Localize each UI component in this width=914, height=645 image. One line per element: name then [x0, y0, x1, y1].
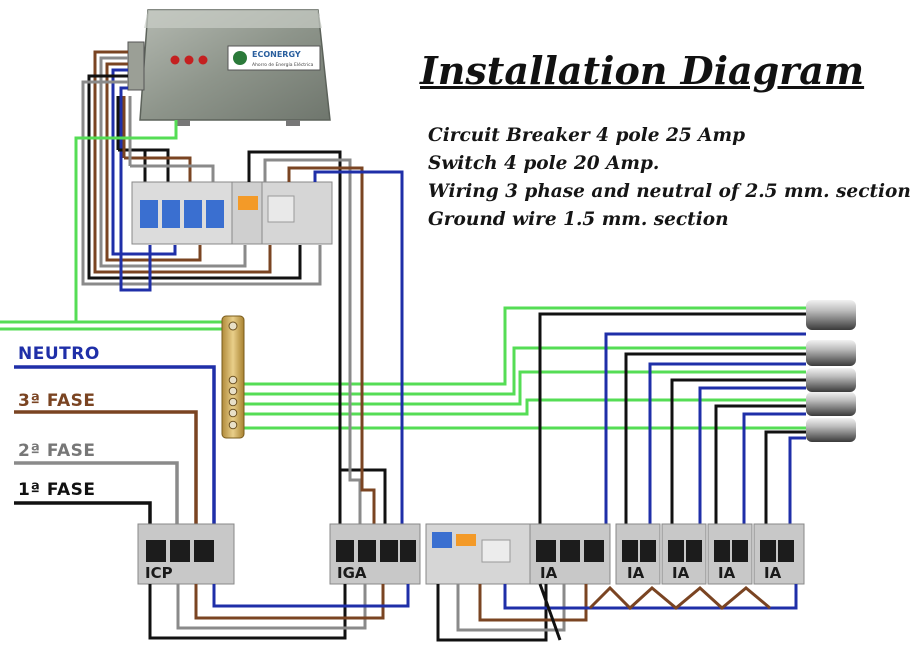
ia-label-4: IA [718, 564, 736, 582]
indicator-light [198, 55, 208, 65]
upper-breaker-module [131, 181, 333, 245]
spec-item: Circuit Breaker 4 pole 25 Amp [428, 125, 746, 146]
device-feed-wires [81, 50, 322, 292]
neutral-label: NEUTRO [18, 344, 100, 364]
output-cables [806, 300, 856, 442]
ia-label-1: IA [540, 564, 558, 582]
brand-subtitle: Ahorro de Energía Eléctrica [252, 61, 314, 68]
output-cable [806, 368, 856, 392]
output-circuit-wires [538, 312, 806, 530]
spec-item: Wiring 3 phase and neutral of 2.5 mm. se… [428, 181, 911, 202]
output-cable [806, 340, 856, 366]
output-cable [806, 300, 856, 330]
panel-labels: ICP IGA IA IA IA IA IA [145, 564, 782, 582]
ia-label-2: IA [627, 564, 645, 582]
distribution-panel [137, 523, 805, 585]
bottom-wires [148, 583, 798, 642]
indicator-light [184, 55, 194, 65]
iga-label: IGA [337, 564, 367, 582]
device-terminal-block [127, 41, 145, 91]
phase1-label: 1ª FASE [18, 480, 96, 500]
phase2-label: 2ª FASE [18, 441, 96, 461]
output-cable [806, 418, 856, 442]
spec-item: Switch 4 pole 20 Amp. [428, 153, 660, 174]
energy-saver-device: ECONERGY Ahorro de Energía Eléctrica [127, 9, 331, 126]
ia-label-5: IA [764, 564, 782, 582]
indicator-light [170, 55, 180, 65]
spec-item: Ground wire 1.5 mm. section [428, 209, 729, 230]
spec-list: Circuit Breaker 4 pole 25 Amp Switch 4 p… [428, 122, 911, 234]
brand-name: ECONERGY [252, 50, 301, 59]
icp-label: ICP [145, 564, 173, 582]
brand-logo-icon [233, 51, 247, 65]
diagram-title: Installation Diagram [420, 48, 865, 93]
input-lines [14, 365, 216, 530]
phase3-label: 3ª FASE [18, 391, 96, 411]
ground-wires [0, 120, 806, 430]
switch-to-iga-wires [247, 150, 404, 530]
ground-terminal-bar [221, 315, 245, 439]
output-cable [806, 392, 856, 416]
ia-label-3: IA [672, 564, 690, 582]
